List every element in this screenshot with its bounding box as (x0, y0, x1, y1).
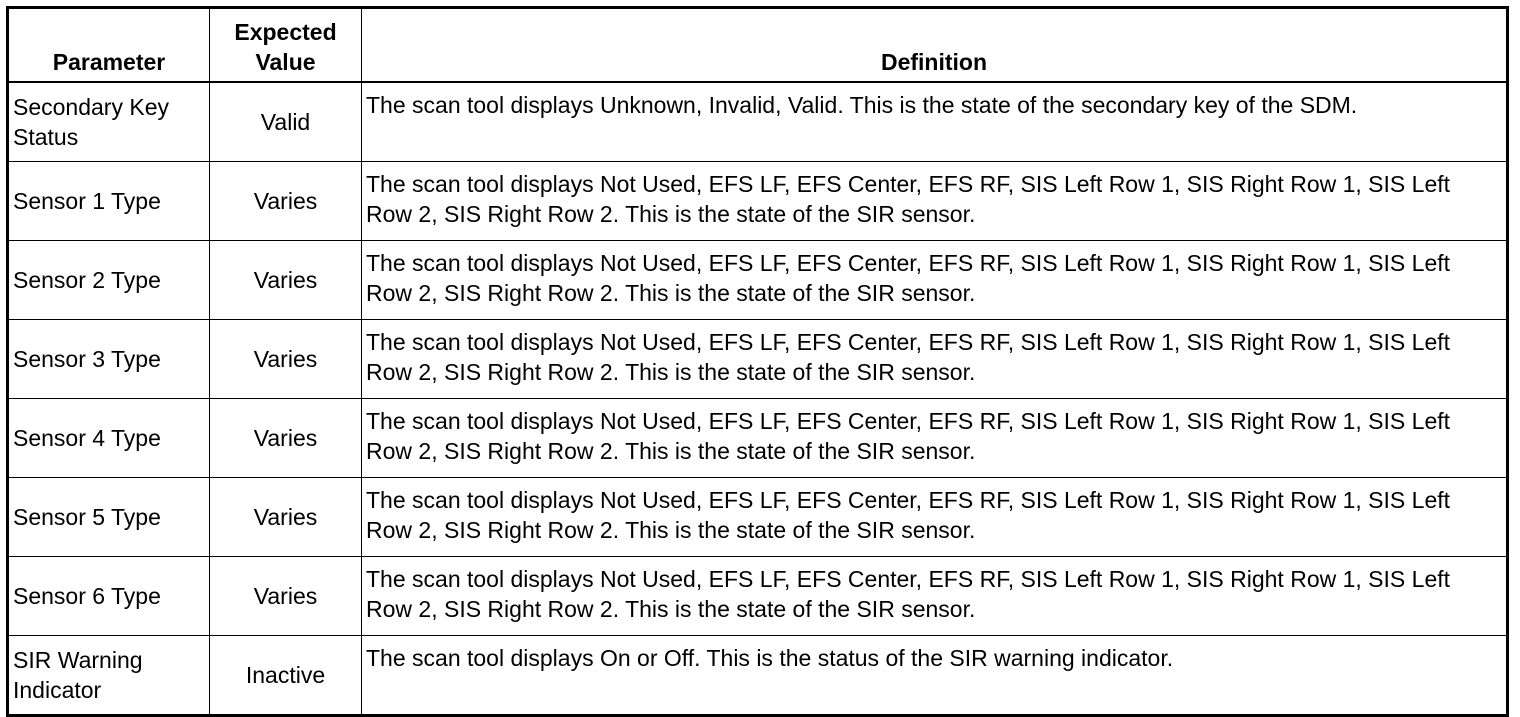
table-row: Sensor 6 Type Varies The scan tool displ… (7, 556, 1508, 636)
expected-value: Varies (253, 583, 318, 609)
parameter-name: Sensor 5 Type (13, 504, 161, 530)
parameter-cell: Secondary Key Status (7, 81, 210, 162)
definition-cell: The scan tool displays Not Used, EFS LF,… (361, 398, 1508, 478)
expected-value: Varies (253, 188, 318, 214)
expected-value-cell: Varies (209, 319, 362, 399)
header-parameter-label: Parameter (52, 49, 166, 75)
table-row: Sensor 3 Type Varies The scan tool displ… (7, 319, 1508, 399)
header-definition-label: Definition (880, 49, 988, 75)
expected-value: Valid (260, 109, 311, 135)
definition-text: The scan tool displays Not Used, EFS LF,… (366, 566, 1451, 622)
table-row: Sensor 5 Type Varies The scan tool displ… (7, 477, 1508, 557)
parameter-cell: Sensor 6 Type (7, 556, 210, 636)
table-row: Sensor 1 Type Varies The scan tool displ… (7, 161, 1508, 241)
table-body: Secondary Key Status Valid The scan tool… (7, 81, 1508, 716)
header-definition: Definition (361, 7, 1508, 83)
table-row: Sensor 2 Type Varies The scan tool displ… (7, 240, 1508, 320)
definition-text: The scan tool displays Not Used, EFS LF,… (366, 250, 1451, 306)
header-parameter: Parameter (7, 7, 210, 83)
expected-value-cell: Varies (209, 240, 362, 320)
expected-value: Varies (253, 504, 318, 530)
parameter-table: Parameter Expected Value Definition Seco… (6, 6, 1509, 717)
expected-value: Varies (253, 346, 318, 372)
definition-cell: The scan tool displays Not Used, EFS LF,… (361, 477, 1508, 557)
parameter-cell: SIR Warning Indicator (7, 635, 210, 716)
expected-value: Varies (253, 267, 318, 293)
table-header: Parameter Expected Value Definition (7, 7, 1508, 83)
expected-value-cell: Inactive (209, 635, 362, 716)
parameter-name: Sensor 2 Type (13, 267, 161, 293)
definition-text: The scan tool displays Not Used, EFS LF,… (366, 487, 1451, 543)
parameter-cell: Sensor 3 Type (7, 319, 210, 399)
expected-value: Inactive (245, 662, 326, 688)
definition-cell: The scan tool displays Not Used, EFS LF,… (361, 161, 1508, 241)
definition-cell: The scan tool displays On or Off. This i… (361, 635, 1508, 716)
header-expected-value-label: Expected Value (234, 19, 337, 75)
expected-value-cell: Varies (209, 161, 362, 241)
definition-cell: The scan tool displays Unknown, Invalid,… (361, 81, 1508, 162)
parameter-cell: Sensor 4 Type (7, 398, 210, 478)
parameter-cell: Sensor 5 Type (7, 477, 210, 557)
expected-value-cell: Valid (209, 81, 362, 162)
expected-value-cell: Varies (209, 477, 362, 557)
definition-text: The scan tool displays Not Used, EFS LF,… (366, 329, 1451, 385)
parameter-cell: Sensor 2 Type (7, 240, 210, 320)
definition-text: The scan tool displays On or Off. This i… (366, 645, 1174, 671)
header-expected-value: Expected Value (209, 7, 362, 83)
definition-text: The scan tool displays Unknown, Invalid,… (366, 92, 1358, 118)
table-row: Sensor 4 Type Varies The scan tool displ… (7, 398, 1508, 478)
expected-value-cell: Varies (209, 556, 362, 636)
definition-text: The scan tool displays Not Used, EFS LF,… (366, 408, 1451, 464)
definition-text: The scan tool displays Not Used, EFS LF,… (366, 171, 1451, 227)
parameter-name: Sensor 4 Type (13, 425, 161, 451)
table-row: SIR Warning Indicator Inactive The scan … (7, 635, 1508, 716)
parameter-name: SIR Warning Indicator (13, 647, 143, 703)
parameter-name: Sensor 1 Type (13, 188, 161, 214)
expected-value: Varies (253, 425, 318, 451)
expected-value-cell: Varies (209, 398, 362, 478)
definition-cell: The scan tool displays Not Used, EFS LF,… (361, 319, 1508, 399)
parameter-name: Secondary Key Status (13, 94, 169, 150)
parameter-name: Sensor 6 Type (13, 583, 161, 609)
definition-cell: The scan tool displays Not Used, EFS LF,… (361, 240, 1508, 320)
header-row: Parameter Expected Value Definition (7, 7, 1508, 83)
parameter-name: Sensor 3 Type (13, 346, 161, 372)
parameter-cell: Sensor 1 Type (7, 161, 210, 241)
definition-cell: The scan tool displays Not Used, EFS LF,… (361, 556, 1508, 636)
table-row: Secondary Key Status Valid The scan tool… (7, 81, 1508, 162)
